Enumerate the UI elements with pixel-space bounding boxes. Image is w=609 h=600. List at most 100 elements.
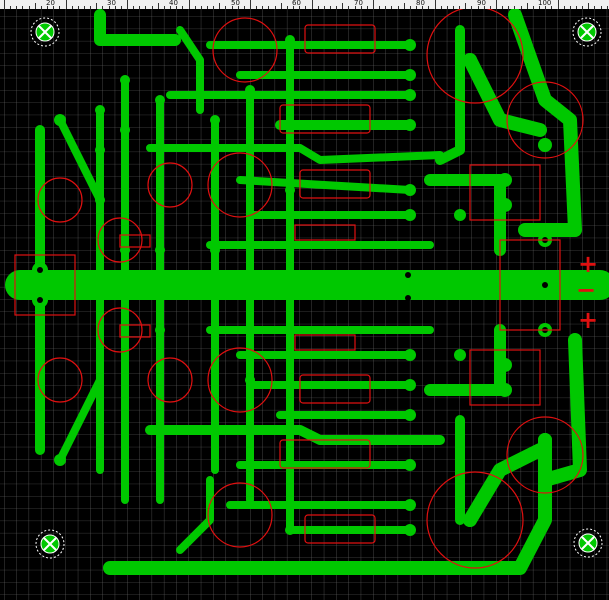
ruler-label-100: 100 bbox=[538, 0, 552, 7]
capacitor-outline bbox=[147, 357, 193, 403]
ruler-tick bbox=[256, 6, 258, 9]
ruler-tick bbox=[71, 6, 73, 9]
resistor-outline bbox=[299, 374, 371, 404]
ruler-tick bbox=[176, 6, 178, 9]
resistor-outline bbox=[279, 439, 371, 469]
ruler-tick bbox=[452, 6, 454, 9]
ruler-tick bbox=[299, 6, 301, 9]
ruler-tick bbox=[391, 6, 393, 9]
ruler-tick bbox=[317, 6, 319, 9]
h-trace-5 bbox=[146, 144, 444, 164]
ruler-tick bbox=[200, 6, 202, 9]
ruler-tick bbox=[268, 6, 270, 9]
resistor-outline bbox=[299, 169, 371, 199]
ruler-tick bbox=[489, 6, 491, 9]
ruler-tick bbox=[397, 6, 399, 9]
pcb-board-canvas[interactable]: + − + bbox=[0, 9, 609, 600]
ruler-tick bbox=[563, 6, 565, 9]
ruler-tick bbox=[594, 6, 596, 9]
ruler-tick bbox=[483, 6, 485, 9]
ruler-tick bbox=[422, 6, 424, 9]
ruler-tick bbox=[219, 3, 221, 9]
ruler-tick bbox=[59, 6, 61, 9]
capacitor-outline bbox=[97, 217, 143, 263]
ruler-tick bbox=[10, 6, 12, 9]
capacitor-outline bbox=[506, 416, 584, 494]
silkscreen-layer bbox=[14, 9, 584, 569]
ruler-tick bbox=[102, 6, 104, 9]
ruler-label-50: 50 bbox=[231, 0, 240, 7]
ruler-label-70: 70 bbox=[354, 0, 363, 7]
ruler-tick bbox=[465, 3, 467, 9]
ruler-label-90: 90 bbox=[477, 0, 486, 7]
ruler-tick bbox=[526, 3, 528, 9]
diag-trace-3 bbox=[176, 26, 204, 114]
ruler-tick bbox=[305, 6, 307, 9]
ruler-tick bbox=[606, 6, 608, 9]
ruler-tick bbox=[557, 0, 559, 9]
capacitor-outline bbox=[37, 357, 83, 403]
ruler-tick bbox=[133, 6, 135, 9]
ruler-tick bbox=[385, 6, 387, 9]
ruler-tick bbox=[428, 6, 430, 9]
ruler-tick bbox=[471, 6, 473, 9]
ruler-tick bbox=[28, 6, 30, 9]
h-trace-14 bbox=[145, 425, 445, 445]
ruler-tick bbox=[323, 6, 325, 9]
ruler-tick bbox=[569, 6, 571, 9]
ruler-tick bbox=[139, 6, 141, 9]
mounting-hole-icon bbox=[35, 529, 65, 559]
capacitor-outline bbox=[37, 177, 83, 223]
vert-trace-7 bbox=[435, 25, 465, 165]
ruler-tick bbox=[65, 0, 67, 9]
ruler-tick bbox=[83, 6, 85, 9]
ruler-tick bbox=[151, 6, 153, 9]
diag-trace-2 bbox=[56, 376, 104, 464]
ruler-tick bbox=[274, 6, 276, 9]
capacitor-outline bbox=[426, 471, 524, 569]
ruler-tick bbox=[40, 6, 42, 9]
ruler-tick bbox=[403, 3, 405, 9]
plus-bottom-label: + bbox=[578, 306, 598, 334]
ruler-tick bbox=[477, 6, 479, 9]
transistor-outline bbox=[499, 239, 561, 331]
ruler-tick bbox=[280, 3, 282, 9]
ruler-tick bbox=[108, 6, 110, 9]
ruler-label-80: 80 bbox=[416, 0, 425, 7]
ruler-tick bbox=[127, 0, 128, 9]
ruler-tick bbox=[243, 6, 245, 9]
ruler-tick bbox=[157, 3, 159, 9]
capacitor-outline bbox=[207, 482, 273, 548]
ruler-tick bbox=[532, 6, 534, 9]
ruler-tick bbox=[342, 3, 344, 9]
ruler-tick bbox=[440, 6, 442, 9]
ruler-tick bbox=[600, 6, 602, 9]
ruler-tick bbox=[262, 6, 264, 9]
ruler-tick bbox=[409, 6, 411, 9]
capacitor-outline bbox=[426, 9, 524, 104]
ruler-tick bbox=[250, 0, 251, 9]
resistor-outline bbox=[304, 24, 376, 54]
ruler-tick bbox=[163, 6, 165, 9]
ruler-tick bbox=[293, 6, 295, 9]
ruler-tick bbox=[206, 6, 208, 9]
ruler-tick bbox=[545, 6, 547, 9]
ruler-tick bbox=[551, 6, 553, 9]
h-trace-6 bbox=[236, 176, 414, 194]
ruler-tick bbox=[114, 6, 116, 9]
ruler-tick bbox=[514, 6, 516, 9]
ruler-tick bbox=[188, 0, 190, 9]
ruler-tick bbox=[366, 6, 368, 9]
resistor-outline bbox=[304, 514, 376, 544]
capacitor-outline bbox=[207, 152, 273, 218]
ruler-tick bbox=[434, 0, 436, 9]
copper-layer bbox=[5, 9, 609, 575]
ruler-tick bbox=[145, 6, 147, 9]
ruler-tick bbox=[582, 6, 584, 9]
ruler-tick bbox=[446, 6, 448, 9]
diag-trace-6 bbox=[463, 443, 547, 527]
plus-top-label: + bbox=[578, 250, 598, 278]
ruler-tick bbox=[508, 6, 510, 9]
ruler-tick bbox=[4, 0, 5, 9]
ruler-tick bbox=[379, 6, 381, 9]
